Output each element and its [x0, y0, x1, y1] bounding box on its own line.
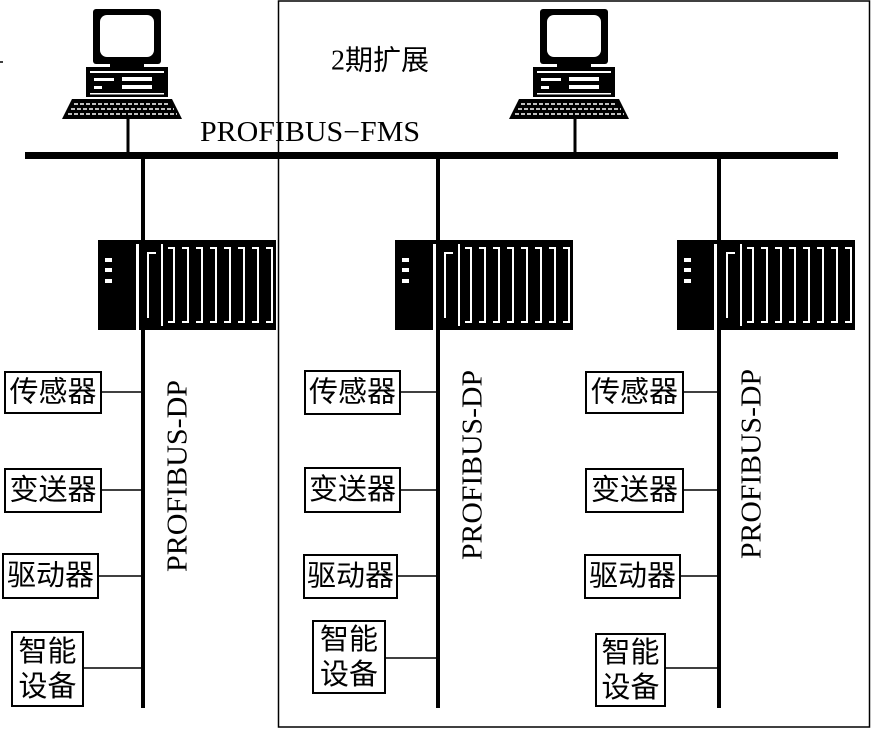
system-unit-trim: [90, 71, 164, 73]
cpu-module-slot: [444, 252, 446, 318]
monitor-stand: [110, 64, 144, 68]
workstation-2: [509, 9, 629, 154]
transmitter-device: 变送器: [585, 468, 719, 513]
system-unit-trim: [90, 93, 164, 95]
smart-device: 智能 设备: [595, 633, 719, 707]
module-separator: [433, 244, 436, 330]
io-module-slots: [740, 244, 852, 326]
smart-device-box: [11, 631, 84, 707]
workstation-1: [62, 9, 182, 154]
sensor-box: [4, 371, 102, 414]
power-supply-led: [105, 268, 112, 272]
smart-device-label-line-1: 智能: [601, 636, 659, 669]
cpu-module-slot: [147, 252, 149, 318]
smart-device-label-line-2: 设备: [320, 658, 378, 691]
system-unit-trim: [537, 71, 611, 73]
transmitter-label: 变送器: [309, 473, 396, 506]
drive-bay: [569, 85, 599, 89]
plc-rack-icon: [395, 240, 573, 330]
drive-bay: [569, 77, 599, 81]
sensor-label: 传感器: [9, 376, 96, 409]
module-separator: [714, 244, 717, 330]
cpu-module-slot: [726, 252, 728, 318]
smart-device-label-line-1: 智能: [18, 635, 76, 668]
actuator-label: 驱动器: [307, 561, 394, 593]
smart-device: 智能 设备: [312, 620, 438, 694]
indicator-light: [541, 86, 549, 89]
device-group-3: 传感器 变送器 驱动器 智能 设备: [584, 371, 719, 707]
transmitter-box: [4, 468, 102, 513]
transmitter-label: 变送器: [591, 474, 678, 507]
drive-bay: [122, 77, 152, 81]
actuator-device: 驱动器: [584, 554, 719, 599]
transmitter-label: 变送器: [9, 474, 96, 507]
power-supply-led: [684, 279, 691, 283]
system-unit-trim: [537, 93, 611, 95]
power-supply-led: [105, 279, 112, 283]
monitor-screen: [547, 15, 601, 57]
computer-icon: [62, 9, 182, 119]
monitor-screen: [100, 15, 154, 57]
cpu-module-slot: [726, 252, 735, 254]
actuator-label: 驱动器: [589, 561, 676, 593]
device-group-2: 传感器 变送器 驱动器 智能 设备: [303, 370, 438, 694]
power-switch: [541, 78, 561, 81]
dp-bus-label-1: PROFIBUS-DP: [163, 380, 194, 572]
power-switch: [94, 78, 114, 81]
actuator-label: 驱动器: [7, 560, 94, 592]
sensor-device: 传感器: [304, 370, 438, 415]
fms-bus-label: PROFIBUS−FMS: [200, 117, 420, 148]
power-supply-led: [684, 268, 691, 272]
sensor-box: [585, 371, 684, 414]
drive-bay: [122, 85, 152, 89]
computer-icon: [509, 9, 629, 119]
plc-rack-icon: [98, 240, 276, 330]
sensor-device: 传感器: [585, 371, 719, 414]
power-supply-led: [105, 258, 112, 262]
expansion-label: 2期扩展: [331, 45, 429, 77]
sensor-box: [304, 370, 401, 415]
actuator-device: 驱动器: [2, 553, 143, 599]
io-module-slots: [161, 244, 273, 326]
cpu-module-slot: [444, 252, 453, 254]
transmitter-device: 变送器: [4, 468, 143, 513]
fms-bus-line: [25, 152, 838, 159]
device-group-1: 传感器 变送器 驱动器 智能 设备: [2, 371, 143, 707]
power-supply-led: [402, 268, 409, 272]
power-supply-led: [402, 279, 409, 283]
sensor-label: 传感器: [309, 376, 396, 409]
io-module-slots: [458, 244, 570, 326]
smart-device: 智能 设备: [11, 631, 143, 707]
sensor-label: 传感器: [591, 376, 678, 409]
expansion-boundary: [277, 0, 871, 728]
smart-device-box: [595, 633, 666, 707]
sensor-device: 传感器: [4, 371, 143, 414]
dp-bus-label-2: PROFIBUS-DP: [458, 370, 489, 560]
dp-bus-label-3: PROFIBUS-DP: [737, 369, 768, 559]
smart-device-label-line-2: 设备: [18, 670, 76, 703]
plc-rack-icon: [677, 240, 855, 330]
transmitter-box: [304, 467, 401, 513]
transmitter-device: 变送器: [304, 467, 438, 513]
power-supply-led: [684, 258, 691, 262]
monitor-stand: [557, 64, 591, 68]
power-supply-led: [402, 258, 409, 262]
indicator-light: [94, 86, 102, 89]
transmitter-box: [585, 468, 684, 513]
smart-device-label-line-2: 设备: [601, 671, 659, 704]
module-separator: [136, 244, 139, 330]
actuator-device: 驱动器: [303, 554, 438, 599]
smart-device-box: [312, 620, 386, 694]
smart-device-label-line-1: 智能: [320, 623, 378, 656]
cpu-module-slot: [147, 252, 156, 254]
